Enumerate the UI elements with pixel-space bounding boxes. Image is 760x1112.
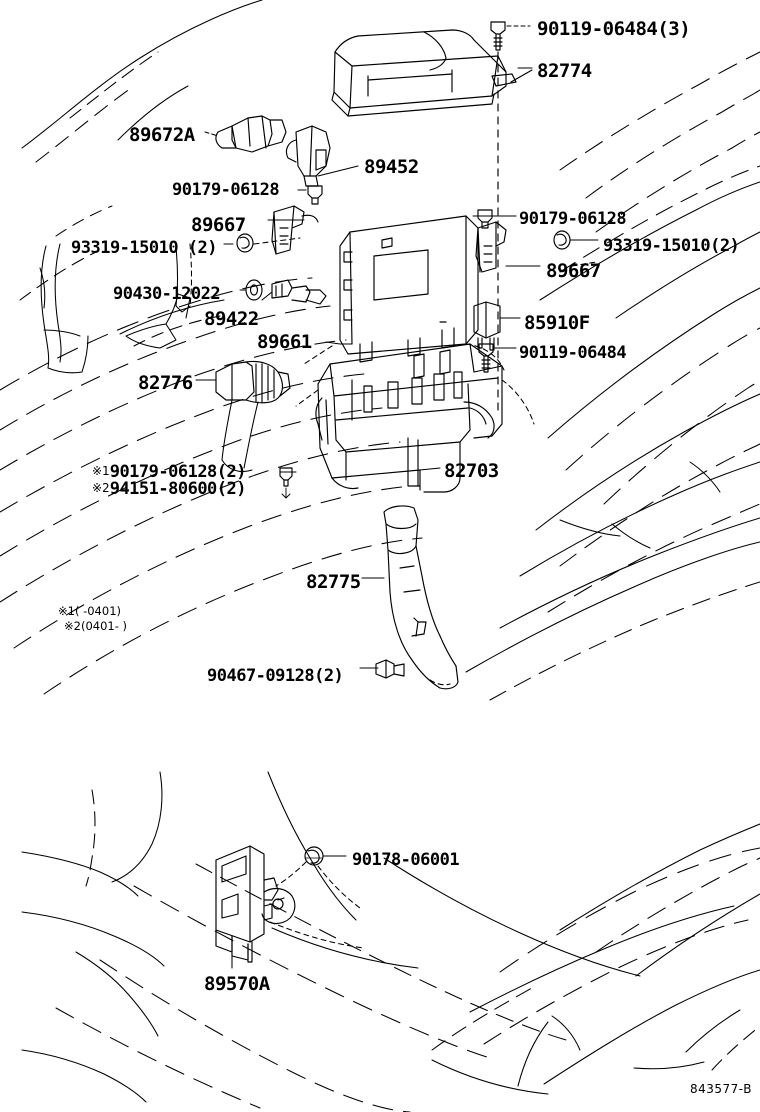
marked-label-1: ※190179-06128(2) bbox=[92, 462, 247, 482]
part-93319-15010-screw-left bbox=[236, 233, 254, 253]
marked-part-number-2: 94151-80600(2) bbox=[109, 479, 247, 499]
part-89570A-module bbox=[215, 845, 279, 963]
part-label-89667-right: 89667 bbox=[546, 260, 601, 282]
body-context-lines-lower bbox=[21, 771, 760, 1112]
part-lower-keyhole-bracket bbox=[261, 887, 296, 925]
part-label-89667-left: 89667 bbox=[191, 214, 246, 236]
part-label-89570A: 89570A bbox=[204, 973, 270, 995]
part-label-90467-09128: 90467-09128(2) bbox=[207, 666, 344, 686]
footnote-1: ※1( -0401) bbox=[58, 604, 121, 618]
part-label-89422: 89422 bbox=[204, 308, 259, 330]
leader-lines-lower bbox=[231, 855, 419, 969]
part-89661-computer bbox=[339, 215, 479, 363]
part-89422-sensor bbox=[271, 279, 327, 305]
part-90430-12022-gasket bbox=[245, 279, 263, 301]
part-89667-bracket-left bbox=[271, 205, 319, 255]
part-90467-09128-clip bbox=[375, 659, 405, 679]
mark-symbol-2: ※2 bbox=[92, 481, 110, 495]
part-label-93319-15010-left: 93319-15010 (2) bbox=[71, 238, 218, 258]
part-90179-06128-nut-left bbox=[307, 185, 323, 205]
part-89667-bracket-right bbox=[475, 221, 507, 273]
part-label-85910F: 85910F bbox=[524, 312, 590, 334]
part-label-90119-06484: 90119-06484 bbox=[519, 343, 627, 363]
part-89672A-connector bbox=[215, 115, 287, 153]
part-82703-junction-block bbox=[315, 343, 503, 493]
part-label-90179-06128-right: 90179-06128 bbox=[519, 209, 627, 229]
part-label-82775: 82775 bbox=[306, 571, 361, 593]
part-label-82774: 82774 bbox=[537, 60, 592, 82]
part-82774-cover bbox=[331, 29, 517, 117]
part-label-82703: 82703 bbox=[444, 460, 499, 482]
part-label-82776: 82776 bbox=[138, 372, 193, 394]
footnote-2: ※2(0401- ) bbox=[64, 619, 127, 633]
part-90119-06484-bolt-top bbox=[490, 21, 506, 51]
part-marked-nut bbox=[279, 467, 293, 499]
part-label-90119-06484-3: 90119-06484(3) bbox=[537, 18, 691, 40]
part-label-90179-06128-left: 90179-06128 bbox=[172, 180, 280, 200]
body-context-lines-upper bbox=[0, 0, 760, 701]
part-label-89661: 89661 bbox=[257, 331, 312, 353]
part-label-90178-06001: 90178-06001 bbox=[352, 850, 460, 870]
part-label-93319-15010-right: 93319-15010(2) bbox=[603, 236, 740, 256]
part-label-89672A: 89672A bbox=[129, 124, 195, 146]
part-89452-sensor bbox=[285, 125, 331, 187]
part-93319-15010-screw-right bbox=[553, 230, 571, 250]
sheet-reference-number: 843577-B bbox=[690, 1082, 752, 1096]
part-label-89452: 89452 bbox=[364, 156, 419, 178]
part-label-90430-12022: 90430-12022 bbox=[113, 284, 221, 304]
part-82775-harness-protector bbox=[383, 505, 459, 690]
part-82776-connector-housing bbox=[215, 360, 291, 404]
marked-part-number-1: 90179-06128(2) bbox=[109, 462, 247, 482]
leader-lines-upper bbox=[175, 25, 599, 669]
mark-symbol-1: ※1 bbox=[92, 464, 110, 478]
marked-label-2: ※294151-80600(2) bbox=[92, 479, 247, 499]
part-90178-06001-nut bbox=[304, 846, 324, 866]
